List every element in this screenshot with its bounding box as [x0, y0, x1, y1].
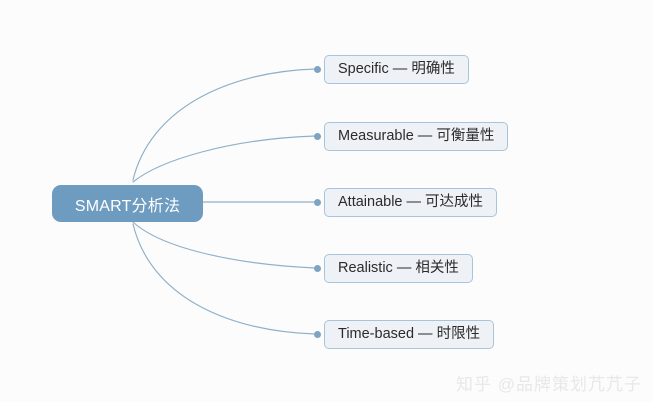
branch-curve-4: [132, 221, 316, 269]
branch-node-measurable[interactable]: Measurable — 可衡量性: [324, 122, 509, 151]
branch-node-time-based[interactable]: Time-based — 时限性: [324, 320, 495, 349]
branch-node-label: Measurable — 可衡量性: [338, 128, 495, 145]
watermark: 知乎 @品牌策划芁芁子: [456, 375, 642, 394]
branch-curve-5: [132, 223, 316, 335]
branch-node-specific[interactable]: Specific — 明确性: [324, 55, 469, 84]
branch-node-realistic[interactable]: Realistic — 相关性: [324, 254, 473, 283]
branch-node-label: Attainable — 可达成性: [338, 194, 484, 211]
branch-endpoint-dot-1: [314, 65, 321, 73]
branch-curve-1: [132, 68, 316, 181]
branch-endpoint-dot-2: [314, 132, 321, 140]
branch-node-attainable[interactable]: Attainable — 可达成性: [324, 188, 498, 217]
branch-endpoint-dot-4: [314, 264, 321, 272]
branch-endpoint-dot-5: [314, 330, 321, 338]
center-node-label: SMART分析法: [74, 197, 181, 215]
branch-endpoint-dot-3: [314, 198, 321, 206]
branch-node-label: Realistic — 相关性: [338, 260, 459, 277]
branch-curve-2: [132, 135, 316, 183]
branch-node-label: Time-based — 时限性: [338, 326, 481, 343]
center-node[interactable]: SMART分析法: [52, 185, 203, 222]
branch-node-label: Specific — 明确性: [338, 61, 455, 78]
